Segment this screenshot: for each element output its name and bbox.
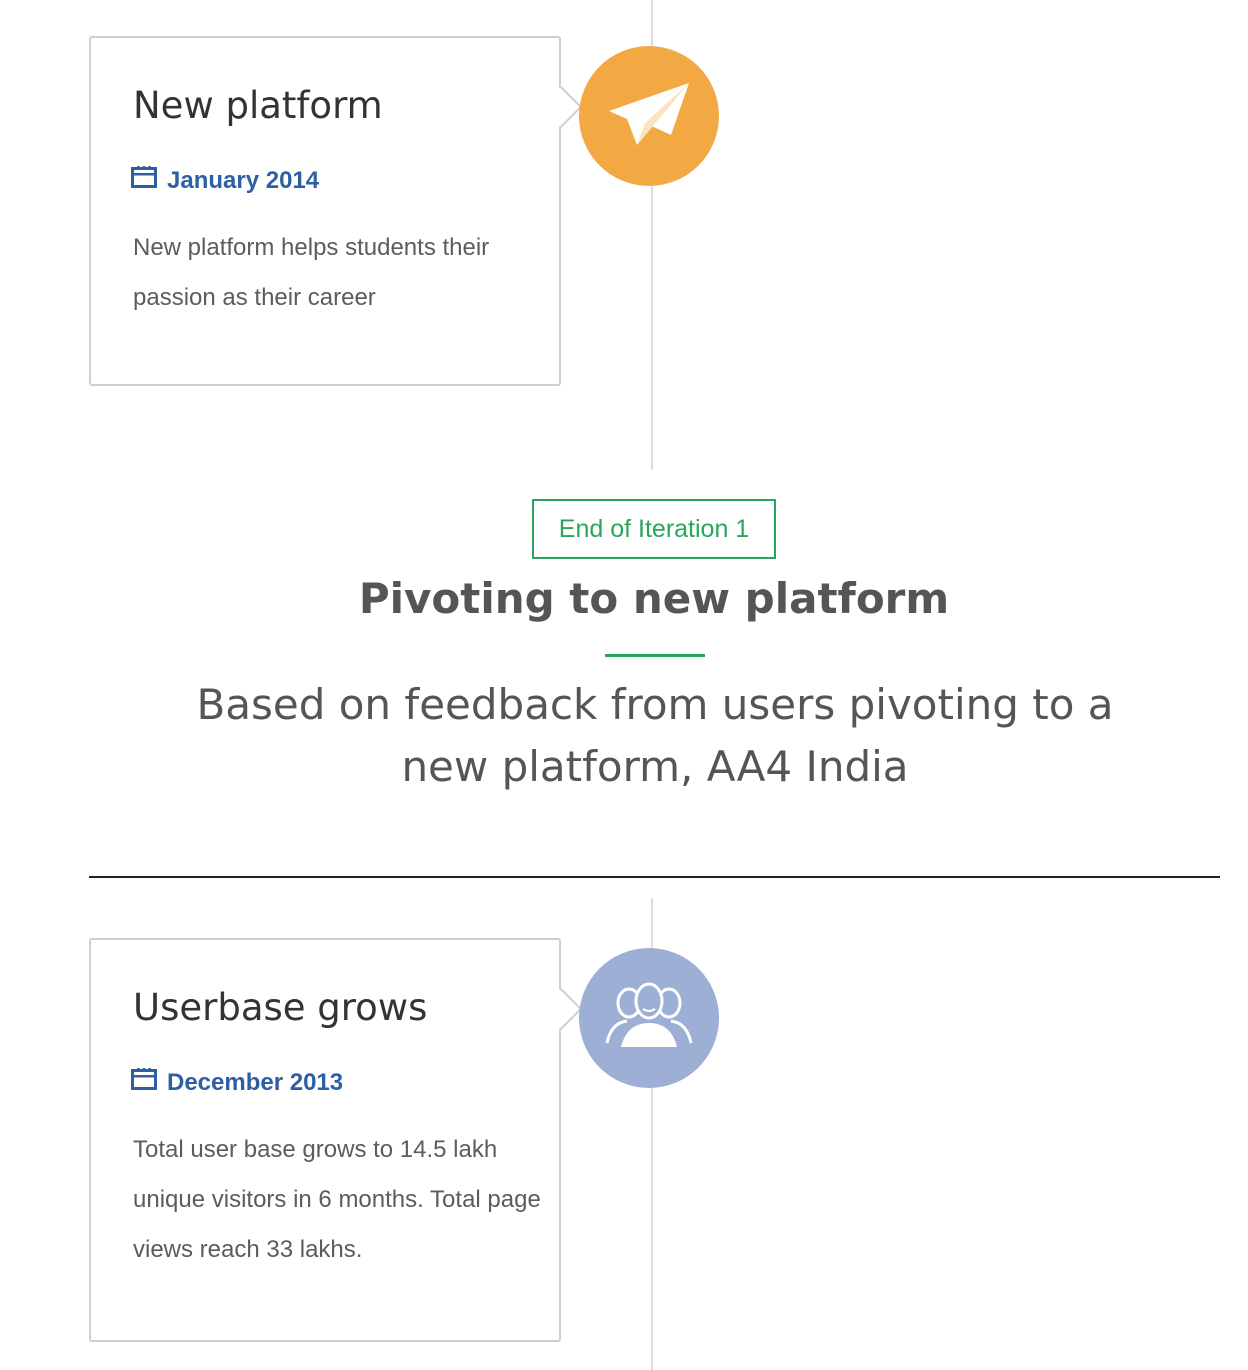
timeline-event-card: New platform January 2014 New platform h…	[89, 36, 583, 386]
timeline-event-card: Userbase grows December 2013 Total user …	[89, 938, 583, 1342]
users-group-icon	[601, 981, 697, 1056]
timeline-line-top	[651, 0, 653, 470]
section-divider	[89, 876, 1220, 878]
event-title: Userbase grows	[133, 986, 428, 1029]
event-description: Total user base grows to 14.5 lakh uniqu…	[133, 1136, 541, 1263]
timeline-line-bottom	[651, 898, 653, 1370]
event-title: New platform	[133, 84, 383, 127]
event-description: New platform helps students their passio…	[133, 234, 490, 311]
card-pointer	[539, 987, 583, 1031]
event-date-text: January 2014	[167, 166, 320, 194]
event-date: January 2014	[131, 166, 319, 195]
paper-plane-icon	[607, 81, 691, 152]
event-badge	[579, 46, 719, 186]
event-date-text: December 2013	[167, 1068, 344, 1096]
section-title: Pivoting to new platform	[358, 574, 950, 623]
iteration-tag: End of Iteration 1	[532, 499, 776, 559]
calendar-icon	[131, 166, 157, 195]
section-description: Based on feedback from users pivoting to…	[196, 680, 1114, 791]
event-badge	[579, 948, 719, 1088]
card-pointer	[539, 85, 583, 129]
calendar-icon	[131, 1068, 157, 1097]
divider-accent	[605, 654, 705, 657]
event-date: December 2013	[131, 1068, 343, 1097]
